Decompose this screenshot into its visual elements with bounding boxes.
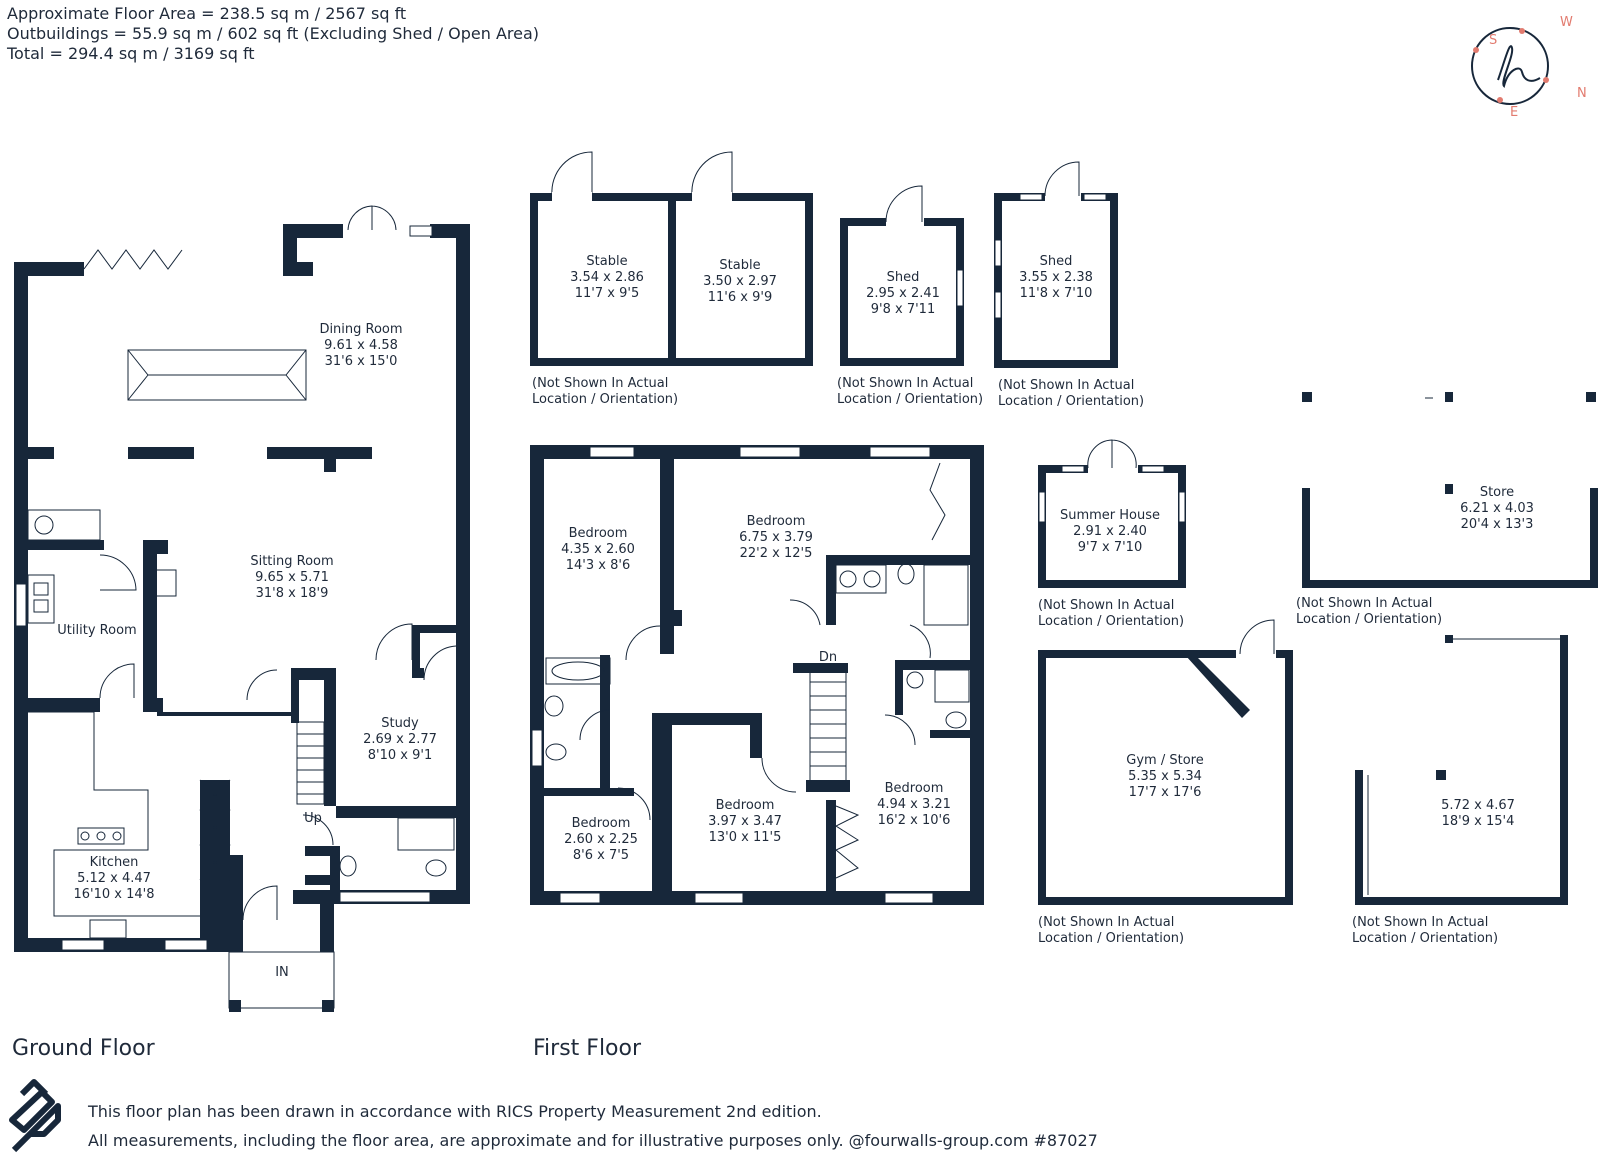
shed-2-label: Shed xyxy=(1040,254,1073,269)
stairs-up-label: Up xyxy=(304,811,322,826)
stable-2-label: Stable xyxy=(719,258,760,273)
store-note-line1: (Not Shown In Actual xyxy=(1296,596,1432,611)
bedroom-2-label: Bedroom xyxy=(747,514,806,529)
store-outbuilding xyxy=(1302,392,1598,588)
kitchen-imperial: 16'10 x 14'8 xyxy=(73,887,154,902)
study-imperial: 8'10 x 9'1 xyxy=(368,748,432,763)
compass-e: E xyxy=(1510,105,1518,120)
stable-2-metric: 3.50 x 2.97 xyxy=(703,274,777,289)
shed-2-outbuilding xyxy=(994,161,1118,368)
first-stairs xyxy=(806,667,850,792)
summer-house-outbuilding xyxy=(1038,439,1186,588)
study-metric: 2.69 x 2.77 xyxy=(363,732,437,747)
bedroom-4-imperial: 13'0 x 11'5 xyxy=(709,830,782,845)
shed-1-imperial: 9'8 x 7'11 xyxy=(871,302,935,317)
kitchen-label: Kitchen xyxy=(90,855,139,870)
total-area-text: Total = 294.4 sq m / 3169 sq ft xyxy=(7,44,255,63)
footer-disclaimer-text: All measurements, including the floor ar… xyxy=(88,1131,1098,1150)
stables-outbuilding xyxy=(530,151,813,366)
summer-house-note-line1: (Not Shown In Actual xyxy=(1038,598,1174,613)
floor-area-text: Approximate Floor Area = 238.5 sq m / 25… xyxy=(7,4,407,23)
study-label: Study xyxy=(381,716,419,731)
bedroom-1-metric: 4.35 x 2.60 xyxy=(561,542,635,557)
sitting-room-imperial: 31'8 x 18'9 xyxy=(256,586,329,601)
gym-store-label: Gym / Store xyxy=(1126,753,1203,768)
ground-floor-plan xyxy=(14,205,470,1012)
bedroom-4-metric: 3.97 x 3.47 xyxy=(708,814,782,829)
shed-1-label: Shed xyxy=(887,270,920,285)
store-label: Store xyxy=(1480,485,1514,500)
store-metric: 6.21 x 4.03 xyxy=(1460,501,1534,516)
compass-n: N xyxy=(1577,86,1587,101)
stable-1-metric: 3.54 x 2.86 xyxy=(570,270,644,285)
kitchen-metric: 5.12 x 4.47 xyxy=(77,871,151,886)
fourwalls-logo-icon xyxy=(9,1079,61,1153)
open-area-metric: 5.72 x 4.67 xyxy=(1441,798,1515,813)
first-floor-title: First Floor xyxy=(533,1036,642,1061)
gym-store-imperial: 17'7 x 17'6 xyxy=(1129,785,1202,800)
shed-2-metric: 3.55 x 2.38 xyxy=(1019,270,1093,285)
stable-1-imperial: 11'7 x 9'5 xyxy=(575,286,639,301)
gym-store-note-line1: (Not Shown In Actual xyxy=(1038,915,1174,930)
gym-store-metric: 5.35 x 5.34 xyxy=(1128,769,1202,784)
shed-2-imperial: 11'8 x 7'10 xyxy=(1020,286,1093,301)
shed-1-metric: 2.95 x 2.41 xyxy=(866,286,940,301)
outbuildings-area-text: Outbuildings = 55.9 sq m / 602 sq ft (Ex… xyxy=(7,24,540,43)
bedroom-3-imperial: 8'6 x 7'5 xyxy=(573,848,629,863)
footer-rics-text: This floor plan has been drawn in accord… xyxy=(88,1102,822,1121)
bedroom-1-imperial: 14'3 x 8'6 xyxy=(566,558,630,573)
compass-icon: S W N E xyxy=(1471,15,1587,120)
open-area-outbuilding xyxy=(1355,635,1568,905)
ground-floor-title: Ground Floor xyxy=(12,1036,155,1061)
open-area-note-line2: Location / Orientation) xyxy=(1352,931,1498,946)
stable-1-label: Stable xyxy=(586,254,627,269)
summer-house-note-line2: Location / Orientation) xyxy=(1038,614,1184,629)
summer-house-imperial: 9'7 x 7'10 xyxy=(1078,540,1142,555)
bedroom-4-label: Bedroom xyxy=(716,798,775,813)
compass-s: S xyxy=(1489,33,1497,48)
bedroom-5-metric: 4.94 x 3.21 xyxy=(877,797,951,812)
bedroom-5-label: Bedroom xyxy=(885,781,944,796)
summer-house-metric: 2.91 x 2.40 xyxy=(1073,524,1147,539)
ground-stairs xyxy=(296,721,325,805)
shed-1-note-line2: Location / Orientation) xyxy=(837,392,983,407)
dining-room-imperial: 31'6 x 15'0 xyxy=(325,354,398,369)
stables-note-line1: (Not Shown In Actual xyxy=(532,376,668,391)
gym-store-outbuilding xyxy=(1038,619,1293,905)
shed-1-note-line1: (Not Shown In Actual xyxy=(837,376,973,391)
stable-2-imperial: 11'6 x 9'9 xyxy=(708,290,772,305)
shed-2-note-line1: (Not Shown In Actual xyxy=(998,378,1134,393)
bedroom-3-metric: 2.60 x 2.25 xyxy=(564,832,638,847)
dining-room-label: Dining Room xyxy=(319,322,402,337)
sitting-room-metric: 9.65 x 5.71 xyxy=(255,570,329,585)
shed-1-outbuilding xyxy=(840,185,964,366)
dining-room-metric: 9.61 x 4.58 xyxy=(324,338,398,353)
shed-2-note-line2: Location / Orientation) xyxy=(998,394,1144,409)
bedroom-2-imperial: 22'2 x 12'5 xyxy=(740,546,813,561)
compass-w: W xyxy=(1560,15,1573,30)
sitting-room-label: Sitting Room xyxy=(250,554,333,569)
bedroom-2-metric: 6.75 x 3.79 xyxy=(739,530,813,545)
summer-house-label: Summer House xyxy=(1060,508,1160,523)
entrance-label: IN xyxy=(275,965,289,980)
utility-room-label: Utility Room xyxy=(57,623,136,638)
open-area-imperial: 18'9 x 15'4 xyxy=(1442,814,1515,829)
bedroom-3-label: Bedroom xyxy=(572,816,631,831)
store-note-line2: Location / Orientation) xyxy=(1296,612,1442,627)
first-floor-plan xyxy=(530,445,984,905)
open-area-note-line1: (Not Shown In Actual xyxy=(1352,915,1488,930)
bedroom-1-label: Bedroom xyxy=(569,526,628,541)
store-imperial: 20'4 x 13'3 xyxy=(1461,517,1534,532)
gym-store-note-line2: Location / Orientation) xyxy=(1038,931,1184,946)
stables-note-line2: Location / Orientation) xyxy=(532,392,678,407)
stairs-down-label: Dn xyxy=(819,650,837,665)
bedroom-5-imperial: 16'2 x 10'6 xyxy=(878,813,951,828)
